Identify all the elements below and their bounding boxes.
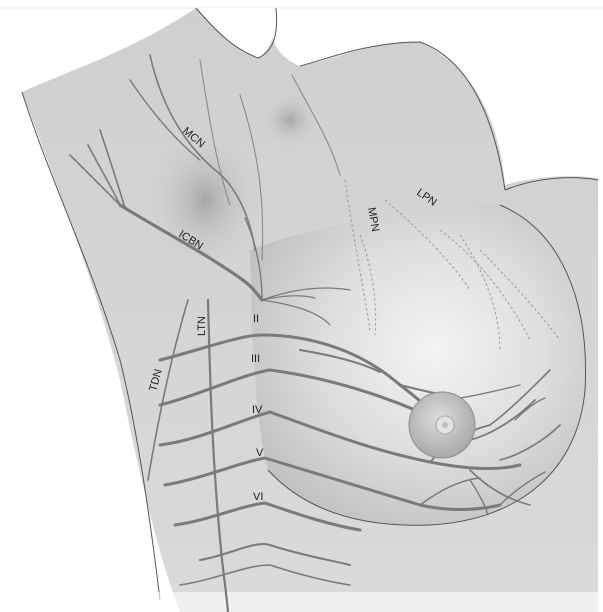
label-iv: IV <box>252 404 263 416</box>
torso-silhouette <box>0 8 603 612</box>
label-v: V <box>256 447 264 459</box>
label-vi: VI <box>253 491 263 503</box>
label-ii: II <box>253 313 259 325</box>
label-ltn: LTN <box>196 316 208 336</box>
label-iii: III <box>251 353 260 365</box>
areola <box>409 392 475 458</box>
